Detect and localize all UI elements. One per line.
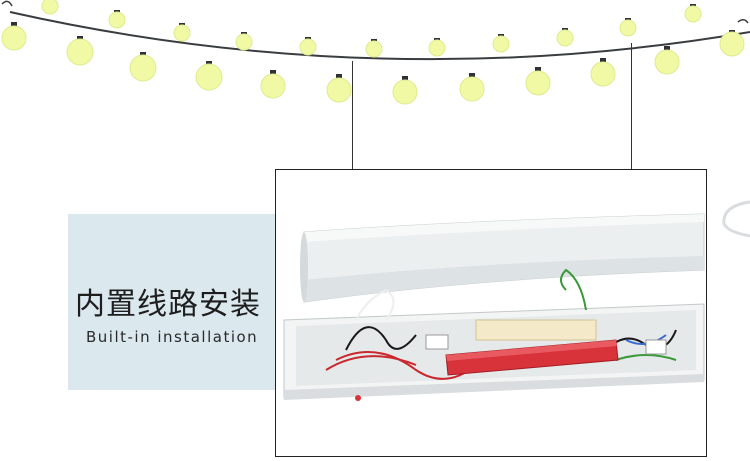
emergency-ballast-icon [445, 339, 619, 376]
string-light-bulb-icon [590, 58, 616, 87]
feature-title: 内置线路安装 [75, 287, 261, 322]
string-light-bulb-icon [299, 37, 317, 56]
string-light-bulb-icon [525, 67, 551, 96]
string-light-bulb-icon [492, 34, 510, 53]
product-photo-frame [275, 169, 707, 457]
feature-subtitle: Built-in installation [86, 328, 259, 346]
hanging-wire-left [352, 61, 353, 169]
string-light-bulb-icon [326, 74, 352, 103]
string-light-bulb-icon [719, 30, 745, 57]
string-light-bulb-icon [1, 22, 27, 51]
fixture-diffuser-icon [300, 213, 705, 303]
string-light-bulb-icon [619, 18, 637, 37]
string-light-bulb-icon [556, 28, 574, 47]
string-light-bulb-icon [459, 73, 485, 102]
label-box [68, 214, 294, 390]
string-light-bulb-icon [173, 23, 191, 42]
string-light-bulb-icon [392, 76, 418, 105]
string-light-bulb-icon [654, 46, 680, 75]
string-light-bulb-icon [129, 52, 157, 82]
hanging-wire-right [631, 43, 632, 169]
fixture-illustration [283, 213, 705, 401]
string-light-bulb-icon [684, 4, 702, 23]
string-light-bulb-icon [195, 61, 223, 91]
string-light-bulb-icon [428, 38, 446, 57]
partial-fixture-edge [722, 200, 750, 238]
string-light-bulb-icon [108, 10, 126, 29]
string-light-bulb-icon [260, 70, 286, 99]
string-light-bulb-icon [365, 39, 383, 58]
string-light-bulb-icon [41, 0, 59, 15]
string-lights-decoration [1, 0, 750, 105]
string-light-bulb-icon [66, 36, 94, 66]
string-lights-wire [9, 11, 750, 61]
string-light-bulb-icon [235, 32, 253, 51]
